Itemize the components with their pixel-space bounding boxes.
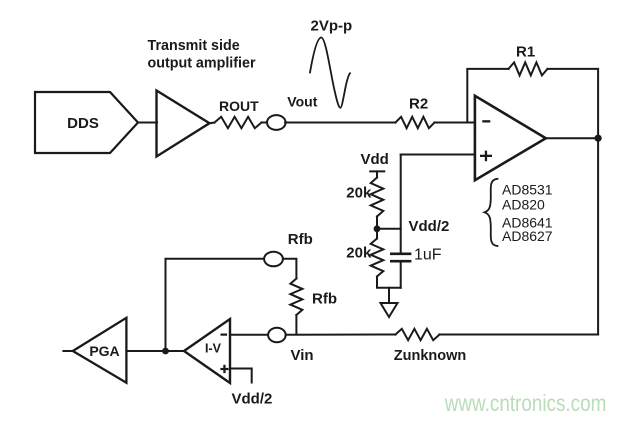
svg-text:AD820: AD820 <box>502 197 545 213</box>
svg-text:Vout: Vout <box>287 94 317 110</box>
svg-text:AD8531: AD8531 <box>502 182 553 198</box>
svg-text:ROUT: ROUT <box>219 98 259 114</box>
svg-text:Vin: Vin <box>291 347 314 364</box>
svg-text:DDS: DDS <box>67 115 99 132</box>
svg-text:Vdd/2: Vdd/2 <box>232 391 273 408</box>
svg-text:Rfb: Rfb <box>288 231 313 248</box>
svg-text:www.cntronics.com: www.cntronics.com <box>444 390 606 416</box>
svg-text:Zunknown: Zunknown <box>394 348 467 364</box>
svg-text:Vdd/2: Vdd/2 <box>409 218 450 235</box>
svg-text:1uF: 1uF <box>414 247 442 264</box>
svg-text:Vdd: Vdd <box>361 151 389 168</box>
svg-text:20k: 20k <box>346 184 372 201</box>
svg-text:Rfb: Rfb <box>312 291 337 308</box>
svg-text:AD8627: AD8627 <box>502 228 553 244</box>
svg-text:2Vp-p: 2Vp-p <box>311 18 353 35</box>
svg-text:I-V: I-V <box>205 342 222 356</box>
svg-text:R2: R2 <box>409 96 428 113</box>
svg-text:AD8641: AD8641 <box>502 215 553 231</box>
svg-text:Transmit side: Transmit side <box>148 38 240 54</box>
svg-text:R1: R1 <box>516 44 535 61</box>
svg-text:output amplifier: output amplifier <box>148 56 256 72</box>
svg-text:20k: 20k <box>346 245 372 262</box>
svg-text:PGA: PGA <box>89 343 119 359</box>
